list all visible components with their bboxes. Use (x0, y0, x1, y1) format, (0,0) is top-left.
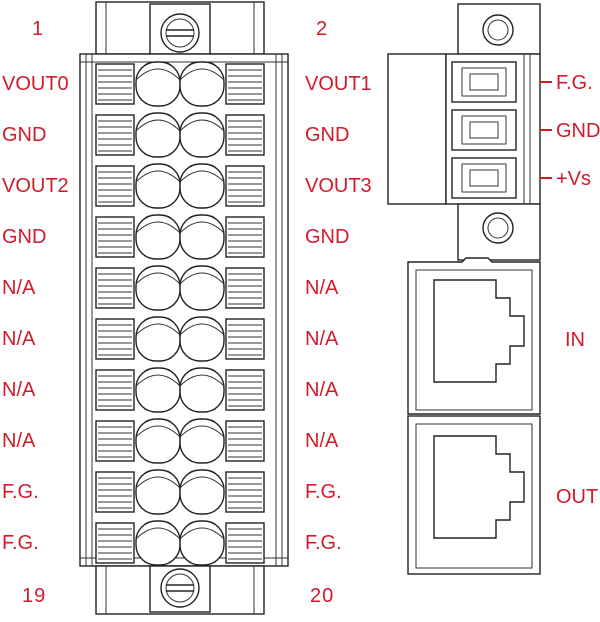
rib-segment (225, 522, 265, 564)
terminal-hole (179, 214, 225, 260)
rib-segment (225, 369, 265, 411)
right-pin-label: GND (305, 124, 349, 146)
rib-segment (95, 318, 135, 360)
terminal-hole (135, 316, 181, 362)
right-pin-label: N/A (305, 379, 339, 401)
rib-segment (95, 216, 135, 258)
terminal-hole (135, 112, 181, 158)
rib-segment (95, 522, 135, 564)
terminal-hole (179, 520, 225, 566)
rib-segment (225, 318, 265, 360)
terminal-hole (179, 418, 225, 464)
top-screw-icon (160, 13, 200, 53)
power-label-gnd: GND (556, 120, 600, 142)
terminal-hole (135, 520, 181, 566)
pin-number-top-right: 2 (316, 18, 328, 40)
terminal-hole (135, 418, 181, 464)
left-rib-wall (95, 63, 135, 564)
rj45-in-port (407, 257, 541, 415)
rib-segment (95, 114, 135, 156)
power-label-fg: F.G. (556, 72, 593, 94)
right-pin-labels: VOUT1 GND VOUT3 GND N/A N/A N/A N/A F.G.… (305, 73, 372, 554)
terminal-holes (135, 61, 225, 566)
terminal-hole (179, 112, 225, 158)
left-terminal-block (79, 1, 289, 615)
rib-segment (95, 63, 135, 105)
right-pin-label: F.G. (305, 481, 342, 503)
left-pin-label: GND (2, 226, 46, 248)
port-label-in: IN (565, 329, 585, 351)
right-pin-label: N/A (305, 430, 339, 452)
terminal-hole (135, 214, 181, 260)
right-pin-label: VOUT3 (305, 175, 372, 197)
left-pin-label: VOUT0 (2, 73, 69, 95)
right-pin-label: N/A (305, 277, 339, 299)
left-pin-label: VOUT2 (2, 175, 69, 197)
terminal-hole (179, 163, 225, 209)
pin-number-top-left: 1 (32, 18, 44, 40)
terminal-hole (179, 469, 225, 515)
right-pin-label: GND (305, 226, 349, 248)
rib-segment (225, 63, 265, 105)
pin-number-bottom-left: 19 (22, 585, 46, 607)
left-pin-label: N/A (2, 379, 36, 401)
terminal-hole (179, 367, 225, 413)
terminal-hole (179, 265, 225, 311)
power-terminal-1 (451, 61, 517, 103)
right-pin-label: F.G. (305, 532, 342, 554)
right-pin-label: N/A (305, 328, 339, 350)
terminal-hole (179, 316, 225, 362)
rib-segment (225, 471, 265, 513)
terminal-hole (135, 469, 181, 515)
left-pin-labels: VOUT0 GND VOUT2 GND N/A N/A N/A N/A F.G.… (2, 73, 69, 554)
power-label-vs: +Vs (556, 168, 591, 190)
rib-segment (95, 267, 135, 309)
right-pin-label: VOUT1 (305, 73, 372, 95)
terminal-hole (135, 163, 181, 209)
terminal-hole (135, 61, 181, 107)
left-pin-label: N/A (2, 430, 36, 452)
left-pin-label: N/A (2, 277, 36, 299)
rib-segment (225, 165, 265, 207)
left-pin-label: N/A (2, 328, 36, 350)
right-module (387, 3, 552, 575)
port-label-out: OUT (556, 486, 598, 508)
rib-segment (95, 369, 135, 411)
pin-number-bottom-right: 20 (310, 585, 334, 607)
top-mount-hole-icon (482, 14, 514, 46)
left-pin-label: F.G. (2, 532, 39, 554)
left-pin-label: GND (2, 124, 46, 146)
rib-segment (225, 216, 265, 258)
bottom-mount-hole-icon (482, 212, 514, 244)
rib-segment (225, 267, 265, 309)
rib-segment (225, 114, 265, 156)
power-terminal-2 (451, 109, 517, 151)
terminal-hole (135, 265, 181, 311)
right-rib-wall (225, 63, 265, 564)
left-pin-label: F.G. (2, 481, 39, 503)
power-terminal-3 (451, 157, 517, 199)
terminal-hole (179, 61, 225, 107)
terminal-hole (135, 367, 181, 413)
rib-segment (225, 420, 265, 462)
bottom-screw-icon (160, 568, 200, 608)
rib-segment (95, 420, 135, 462)
rib-segment (95, 165, 135, 207)
rj45-out-port (407, 415, 541, 575)
rib-segment (95, 471, 135, 513)
